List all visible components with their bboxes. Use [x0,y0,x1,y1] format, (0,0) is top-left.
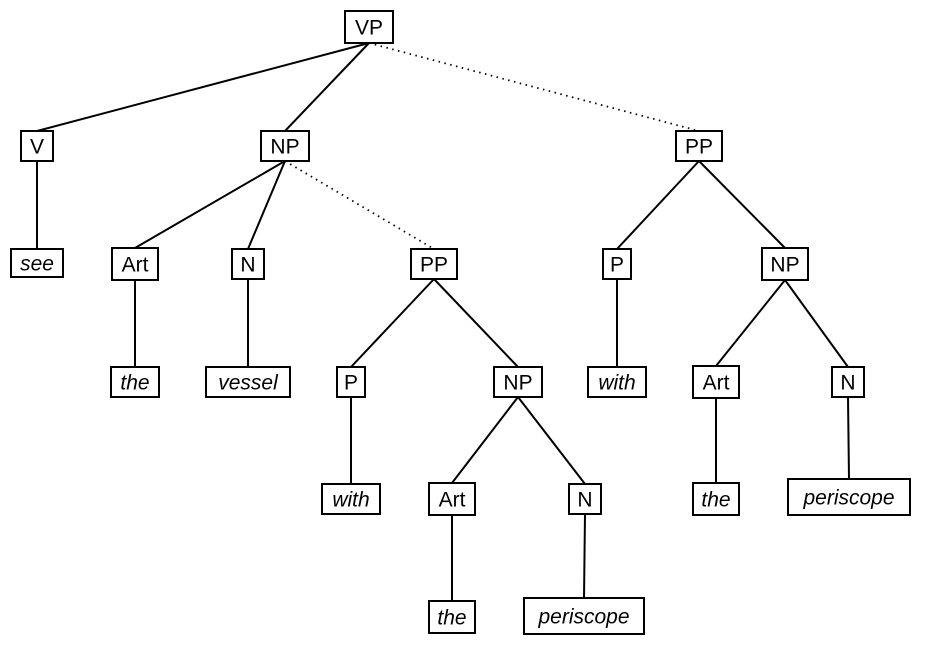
category-label: Art [703,372,730,395]
edge-vp-v [36,42,370,132]
node-box [761,247,809,281]
tree-node-n2: N [568,483,602,515]
category-label: N [240,254,255,277]
category-label: PP [685,136,713,159]
tree-node-the2: the [428,600,476,634]
tree-node-np3: NP [761,247,809,281]
tree-node-n1: N [231,248,265,280]
category-label: VP [355,17,383,40]
node-box [831,366,865,398]
word-label: vessel [218,372,279,395]
word-label: see [20,253,54,276]
tree-node-pp1: PP [410,248,458,280]
node-box [568,483,602,515]
node-box [523,597,645,635]
word-label: the [120,372,149,395]
word-label: periscope [537,606,629,629]
tree-edges [36,42,850,601]
node-box [410,248,458,280]
tree-node-art1: Art [111,247,159,281]
category-label: P [344,372,358,395]
node-box [692,482,740,516]
node-box [692,365,740,399]
node-box [587,366,647,398]
tree-node-art2: Art [428,482,476,516]
tree-node-with2: with [587,366,647,398]
node-box [110,366,160,398]
dotted-edge-vp-pp2 [368,42,700,132]
edge-np3-art3 [715,279,786,367]
tree-node-the3: the [692,482,740,516]
edge-pp1-np2 [433,278,519,368]
node-box [231,248,265,280]
node-box [260,130,310,162]
word-label: periscope [802,487,894,510]
tree-node-v: V [20,130,54,162]
edge-n2-periscope1 [583,513,586,599]
tree-nodes: VPVseeNPArttheNvesselPPPwithNPArttheNper… [10,10,911,635]
tree-node-n3: N [831,366,865,398]
node-box [602,248,632,280]
node-box [111,247,159,281]
edge-pp2-p2 [616,160,700,250]
edge-pp1-p1 [350,278,435,368]
node-box [205,366,291,398]
category-label: N [577,489,592,512]
node-box [493,366,543,398]
tree-node-np2: NP [493,366,543,398]
edge-n3-periscope2 [847,396,850,480]
word-label: the [701,489,730,512]
category-label: V [30,136,44,159]
edge-pp2-np3 [698,160,786,249]
word-label: with [598,372,635,395]
tree-node-periscope1: periscope [523,597,645,635]
word-label: with [332,489,369,512]
edge-np2-art2 [451,396,519,484]
category-label: NP [503,372,532,395]
node-box [336,366,366,398]
node-box [675,130,723,162]
edge-np3-n3 [784,279,849,368]
tree-node-the1: the [110,366,160,398]
category-label: NP [270,136,299,159]
node-box [20,130,54,162]
dotted-edge-np1-pp1 [284,160,435,250]
node-box [428,600,476,634]
tree-node-vp: VP [344,10,394,44]
node-box [787,478,911,516]
tree-node-see: see [10,248,64,278]
tree-node-with1: with [321,483,381,515]
edge-np1-n1 [247,160,286,250]
category-label: NP [770,254,799,277]
node-box [428,482,476,516]
tree-node-art3: Art [692,365,740,399]
node-box [10,248,64,278]
category-label: PP [420,254,448,277]
tree-node-periscope2: periscope [787,478,911,516]
node-box [321,483,381,515]
edge-vp-np1 [284,42,370,132]
tree-node-p1: P [336,366,366,398]
tree-node-pp2: PP [675,130,723,162]
edge-np1-art1 [134,160,286,249]
node-box [344,10,394,44]
tree-node-vessel: vessel [205,366,291,398]
category-label: N [840,372,855,395]
edge-np2-n2 [517,396,586,485]
category-label: P [610,254,624,277]
tree-node-p2: P [602,248,632,280]
category-label: Art [439,489,466,512]
category-label: Art [122,254,149,277]
word-label: the [437,607,466,630]
tree-node-np1: NP [260,130,310,162]
